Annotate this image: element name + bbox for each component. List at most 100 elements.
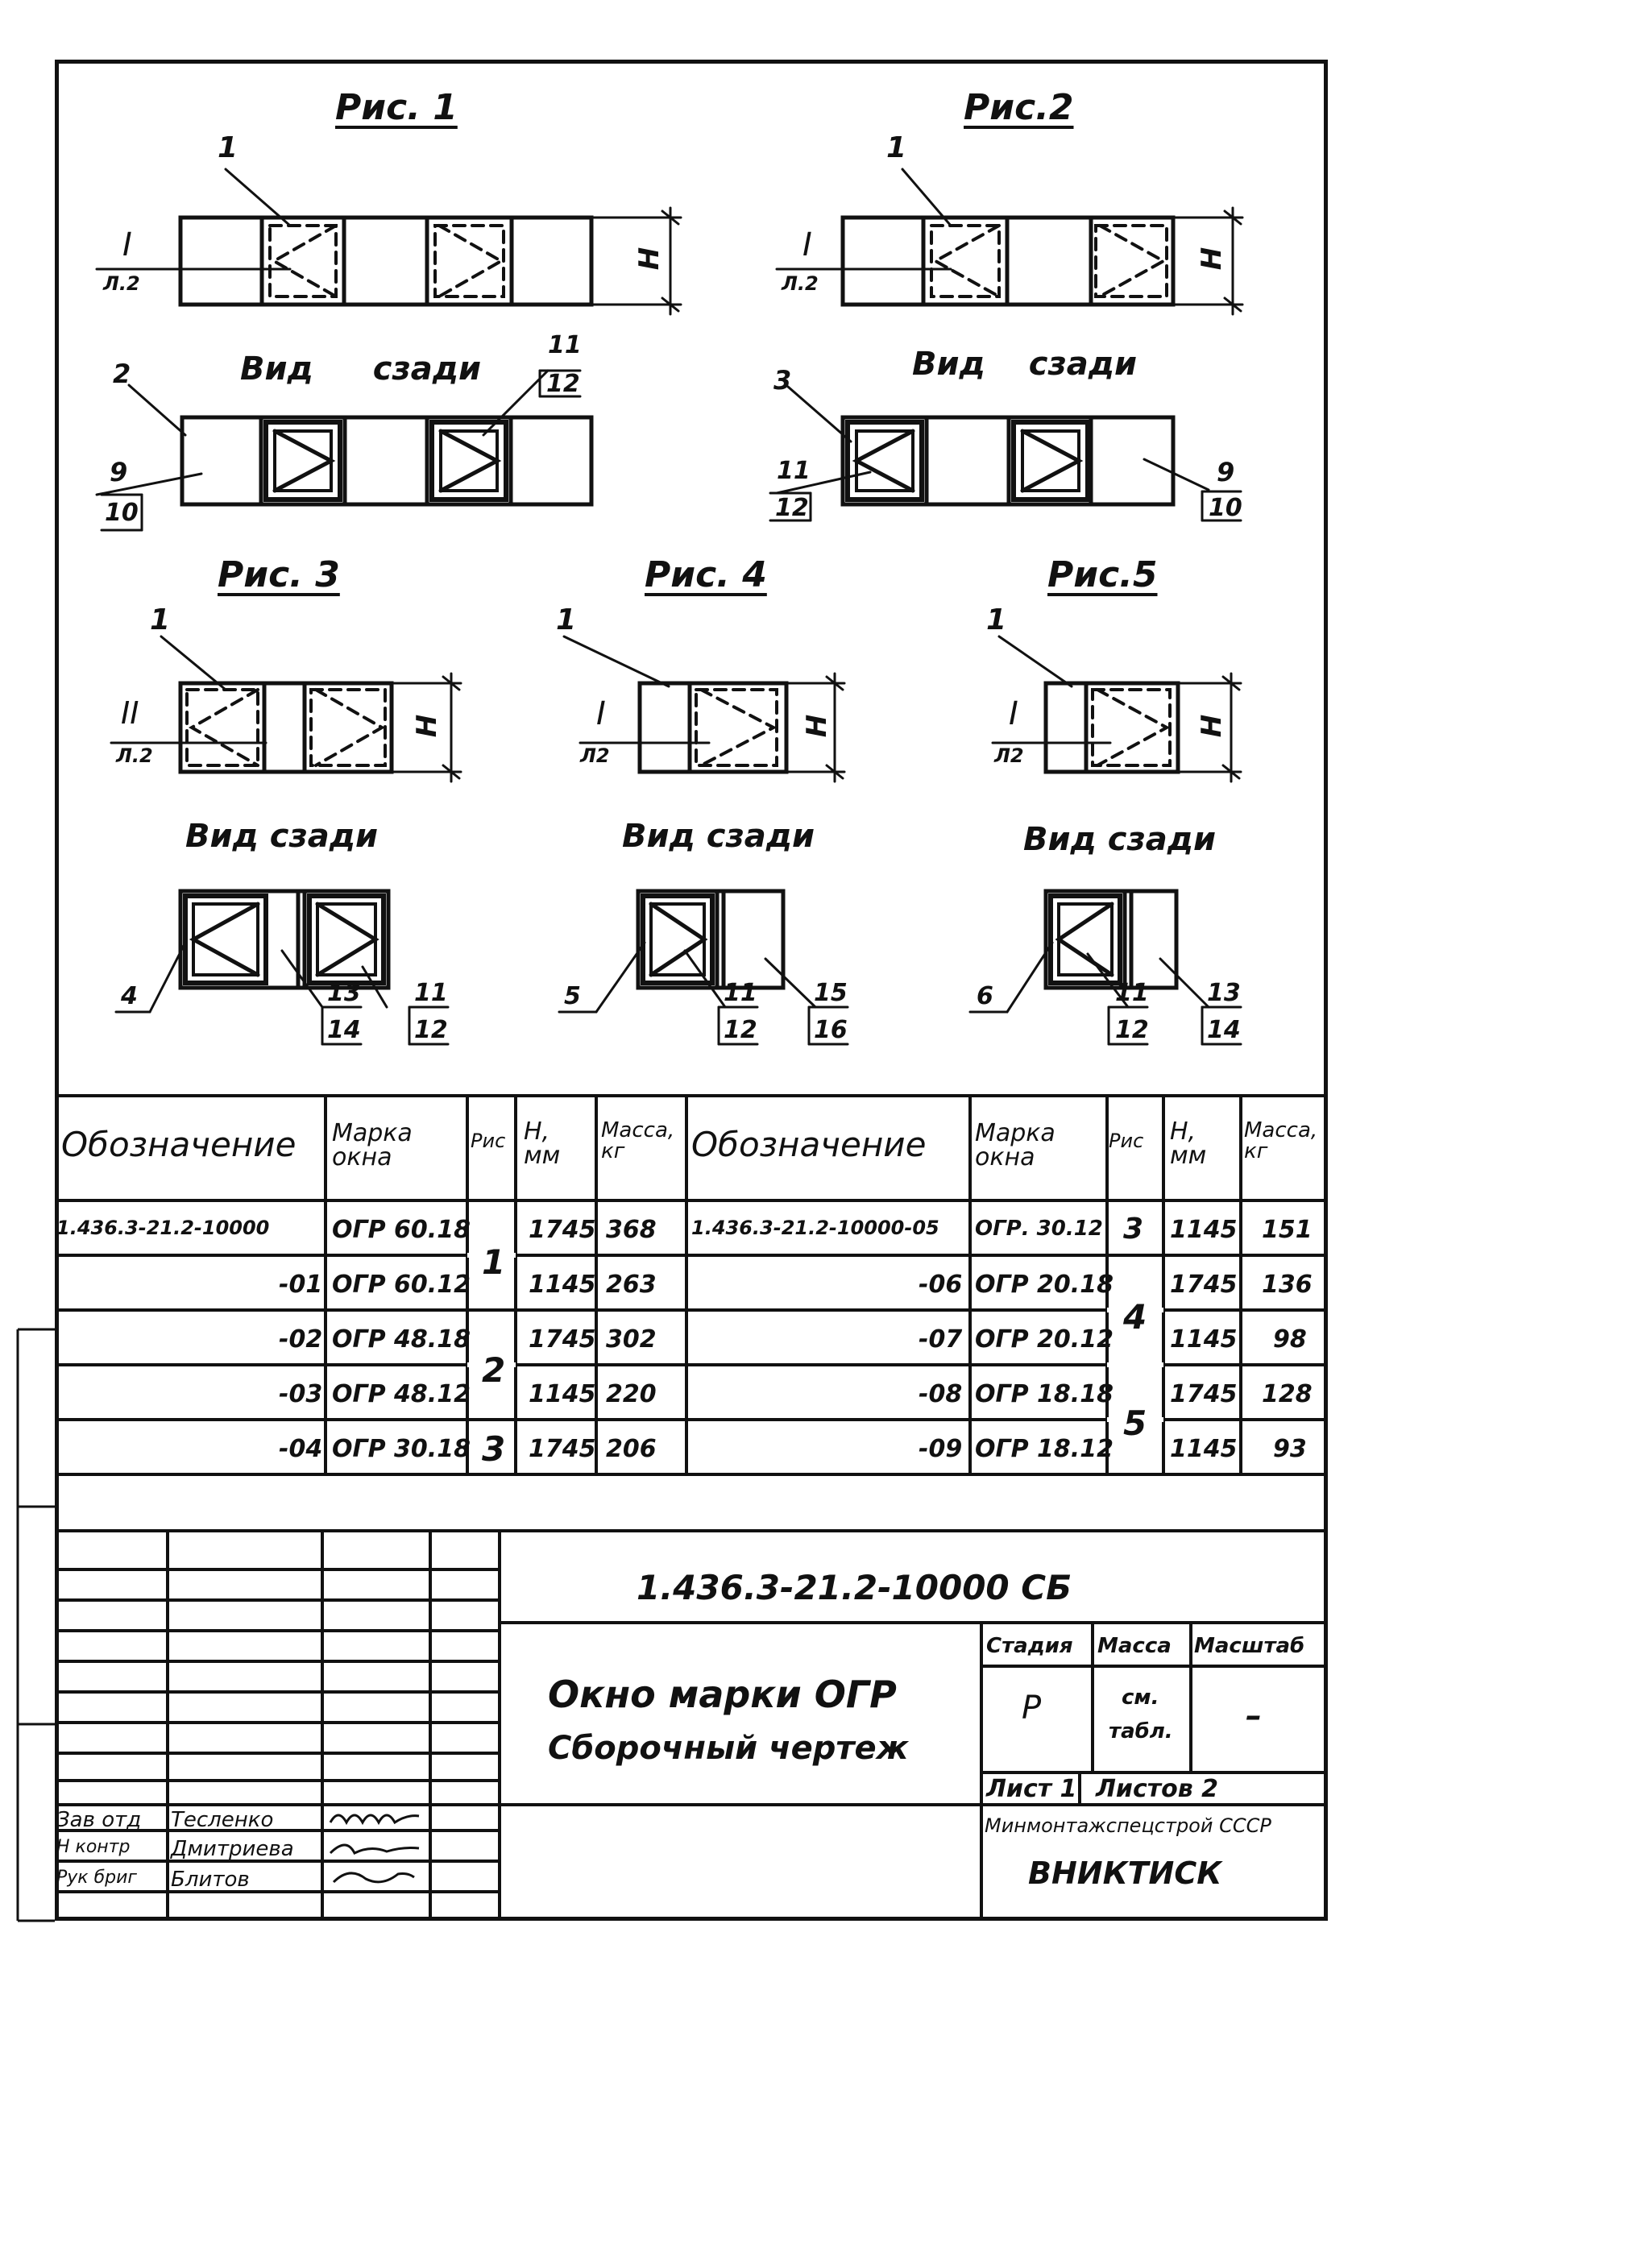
doc-title-line1: Окно марки ОГР	[548, 1673, 897, 1716]
spec-header-designation-left: Обозначение	[61, 1125, 297, 1164]
spec-left-row4-mass: 220	[606, 1380, 657, 1408]
spec-right-fig-4: 4	[1123, 1297, 1147, 1337]
fig5-back-pos14: 14	[1207, 1016, 1241, 1044]
signature-1	[329, 1814, 420, 1826]
fig4-back-view	[558, 889, 849, 1046]
spec-right-row5-mark: ОГР 18.12	[975, 1435, 1114, 1463]
spec-left-fig-2: 2	[482, 1350, 506, 1390]
spec-right-row5-h: 1145	[1170, 1435, 1238, 1463]
spec-header-mass-left: Масса, кг	[601, 1118, 675, 1163]
role-head-dept: Зав отд	[56, 1808, 142, 1832]
fig3-back-pos11: 11	[414, 979, 448, 1007]
fig5-back-pos11: 11	[1115, 979, 1149, 1007]
fig3-pos-label: 1	[150, 603, 171, 636]
spec-left-row1-mark: ОГР 60.18	[332, 1216, 471, 1244]
fig1-sheet-label: Л.2	[103, 272, 140, 295]
fig5-view-label: Вид сзади	[1023, 821, 1217, 858]
fig5-back-view	[968, 889, 1242, 1046]
spec-right-row3-mass: 98	[1273, 1325, 1307, 1354]
fig4-pos-label: 1	[556, 603, 577, 636]
fig4-view-label: Вид сзади	[622, 818, 815, 855]
spec-left-row4-h: 1145	[529, 1380, 596, 1408]
spec-header-fig-left: Рис	[471, 1130, 506, 1152]
fig4-sheet-label: Л2	[580, 744, 610, 767]
spec-right-row4-h: 1745	[1170, 1380, 1238, 1408]
sheets-total: Листов 2	[1096, 1775, 1219, 1803]
fig2-back-pos9: 9	[1217, 457, 1235, 487]
spec-right-row2-designation: -06	[919, 1271, 963, 1299]
org-ministry: Минмонтажспецстрой СССР	[985, 1814, 1271, 1837]
scale-value: –	[1246, 1698, 1262, 1735]
name-team-lead: Блитов	[171, 1868, 250, 1892]
spec-right-row1-designation: 1.436.3-21.2-10000-05	[691, 1217, 939, 1239]
signature-2	[329, 1843, 420, 1855]
fig3-view-label: Вид сзади	[185, 818, 379, 855]
fig1-view-label: Вид сзади	[240, 350, 482, 388]
name-head-dept: Тесленко	[171, 1808, 274, 1832]
spec-left-row1-mass: 368	[606, 1216, 657, 1244]
fig3-back-pos13: 13	[327, 979, 361, 1007]
spec-left-row3-mark: ОГР 48.18	[332, 1325, 471, 1354]
fig4-title: Рис. 4	[645, 554, 767, 595]
doc-code: 1.436.3-21.2-10000 СБ	[637, 1568, 1072, 1607]
fig1-pos-label: 1	[218, 131, 238, 164]
fig2-view-label: Вид сзади	[912, 346, 1138, 383]
fig4-front-view	[562, 635, 846, 783]
spec-left-row3-designation: -02	[279, 1325, 323, 1354]
spec-right-row4-mass: 128	[1262, 1380, 1313, 1408]
fig3-sheet-label: Л.2	[116, 744, 153, 767]
spec-right-fig-5: 5	[1123, 1404, 1147, 1443]
role-norm-control: Н контр	[56, 1837, 131, 1857]
fig3-title: Рис. 3	[218, 554, 340, 595]
spec-right-row3-designation: -07	[919, 1325, 963, 1354]
spec-header-mass-right: Масса, кг	[1244, 1118, 1318, 1163]
fig5-front-view	[991, 635, 1242, 783]
spec-right-row5-mass: 93	[1273, 1435, 1307, 1463]
spec-right-row5-designation: -09	[919, 1435, 963, 1463]
spec-left-row2-mark: ОГР 60.12	[332, 1271, 471, 1299]
mass-value-line1: см.	[1122, 1685, 1159, 1710]
mass-value-line2: табл.	[1109, 1719, 1173, 1743]
fig1-back-pos9: 9	[110, 457, 128, 487]
fig4-back-pos12: 12	[724, 1016, 757, 1044]
fig1-front-view	[95, 168, 682, 316]
spec-table-grid	[55, 1094, 1328, 1532]
fig1-section-label: I	[122, 226, 132, 263]
stage-value: Р	[1022, 1690, 1042, 1727]
spec-left-row5-designation: -04	[279, 1435, 323, 1463]
fig2-title: Рис.2	[964, 87, 1074, 128]
fig4-back-pos16: 16	[814, 1016, 848, 1044]
spec-left-row1-h: 1745	[529, 1216, 596, 1244]
fig4-section-label: I	[596, 695, 606, 732]
fig1-back-pos12: 12	[546, 370, 580, 398]
spec-header-mark-right: Марка окна	[975, 1119, 1055, 1171]
name-norm-control: Дмитриева	[171, 1837, 294, 1861]
fig2-back-view	[769, 385, 1242, 522]
spec-left-row3-h: 1745	[529, 1325, 596, 1354]
fig1-height-mark: Н	[633, 247, 666, 271]
spec-header-mark-left: Марка окна	[332, 1119, 413, 1171]
spec-right-row1-mass: 151	[1262, 1216, 1313, 1244]
spec-left-row4-designation: -03	[279, 1380, 323, 1408]
fig3-back-view	[114, 889, 450, 1046]
fig5-back-pos13: 13	[1207, 979, 1241, 1007]
fig2-back-pos10: 10	[1209, 494, 1242, 522]
spec-left-row2-designation: -01	[279, 1271, 323, 1299]
fig5-height-mark: Н	[1196, 714, 1229, 738]
spec-left-fig-3: 3	[482, 1429, 506, 1469]
drawing-sheet	[55, 60, 1328, 1921]
fig5-back-pos6: 6	[977, 982, 993, 1010]
spec-header-h-right: Н, мм	[1170, 1117, 1207, 1170]
spec-right-row1-h: 1145	[1170, 1216, 1238, 1244]
fig4-back-pos11: 11	[724, 979, 757, 1007]
fig5-section-label: I	[1009, 695, 1018, 732]
fig2-back-pos12: 12	[775, 494, 809, 522]
fig2-back-pos3: 3	[773, 365, 792, 396]
fig2-sheet-label: Л.2	[782, 272, 819, 295]
fig2-height-mark: Н	[1196, 247, 1229, 271]
fig1-back-view	[95, 369, 594, 532]
spec-right-row2-h: 1745	[1170, 1271, 1238, 1299]
fig1-back-pos2: 2	[113, 359, 131, 389]
fig2-pos-label: 1	[886, 131, 907, 164]
fig3-height-mark: Н	[411, 714, 444, 738]
